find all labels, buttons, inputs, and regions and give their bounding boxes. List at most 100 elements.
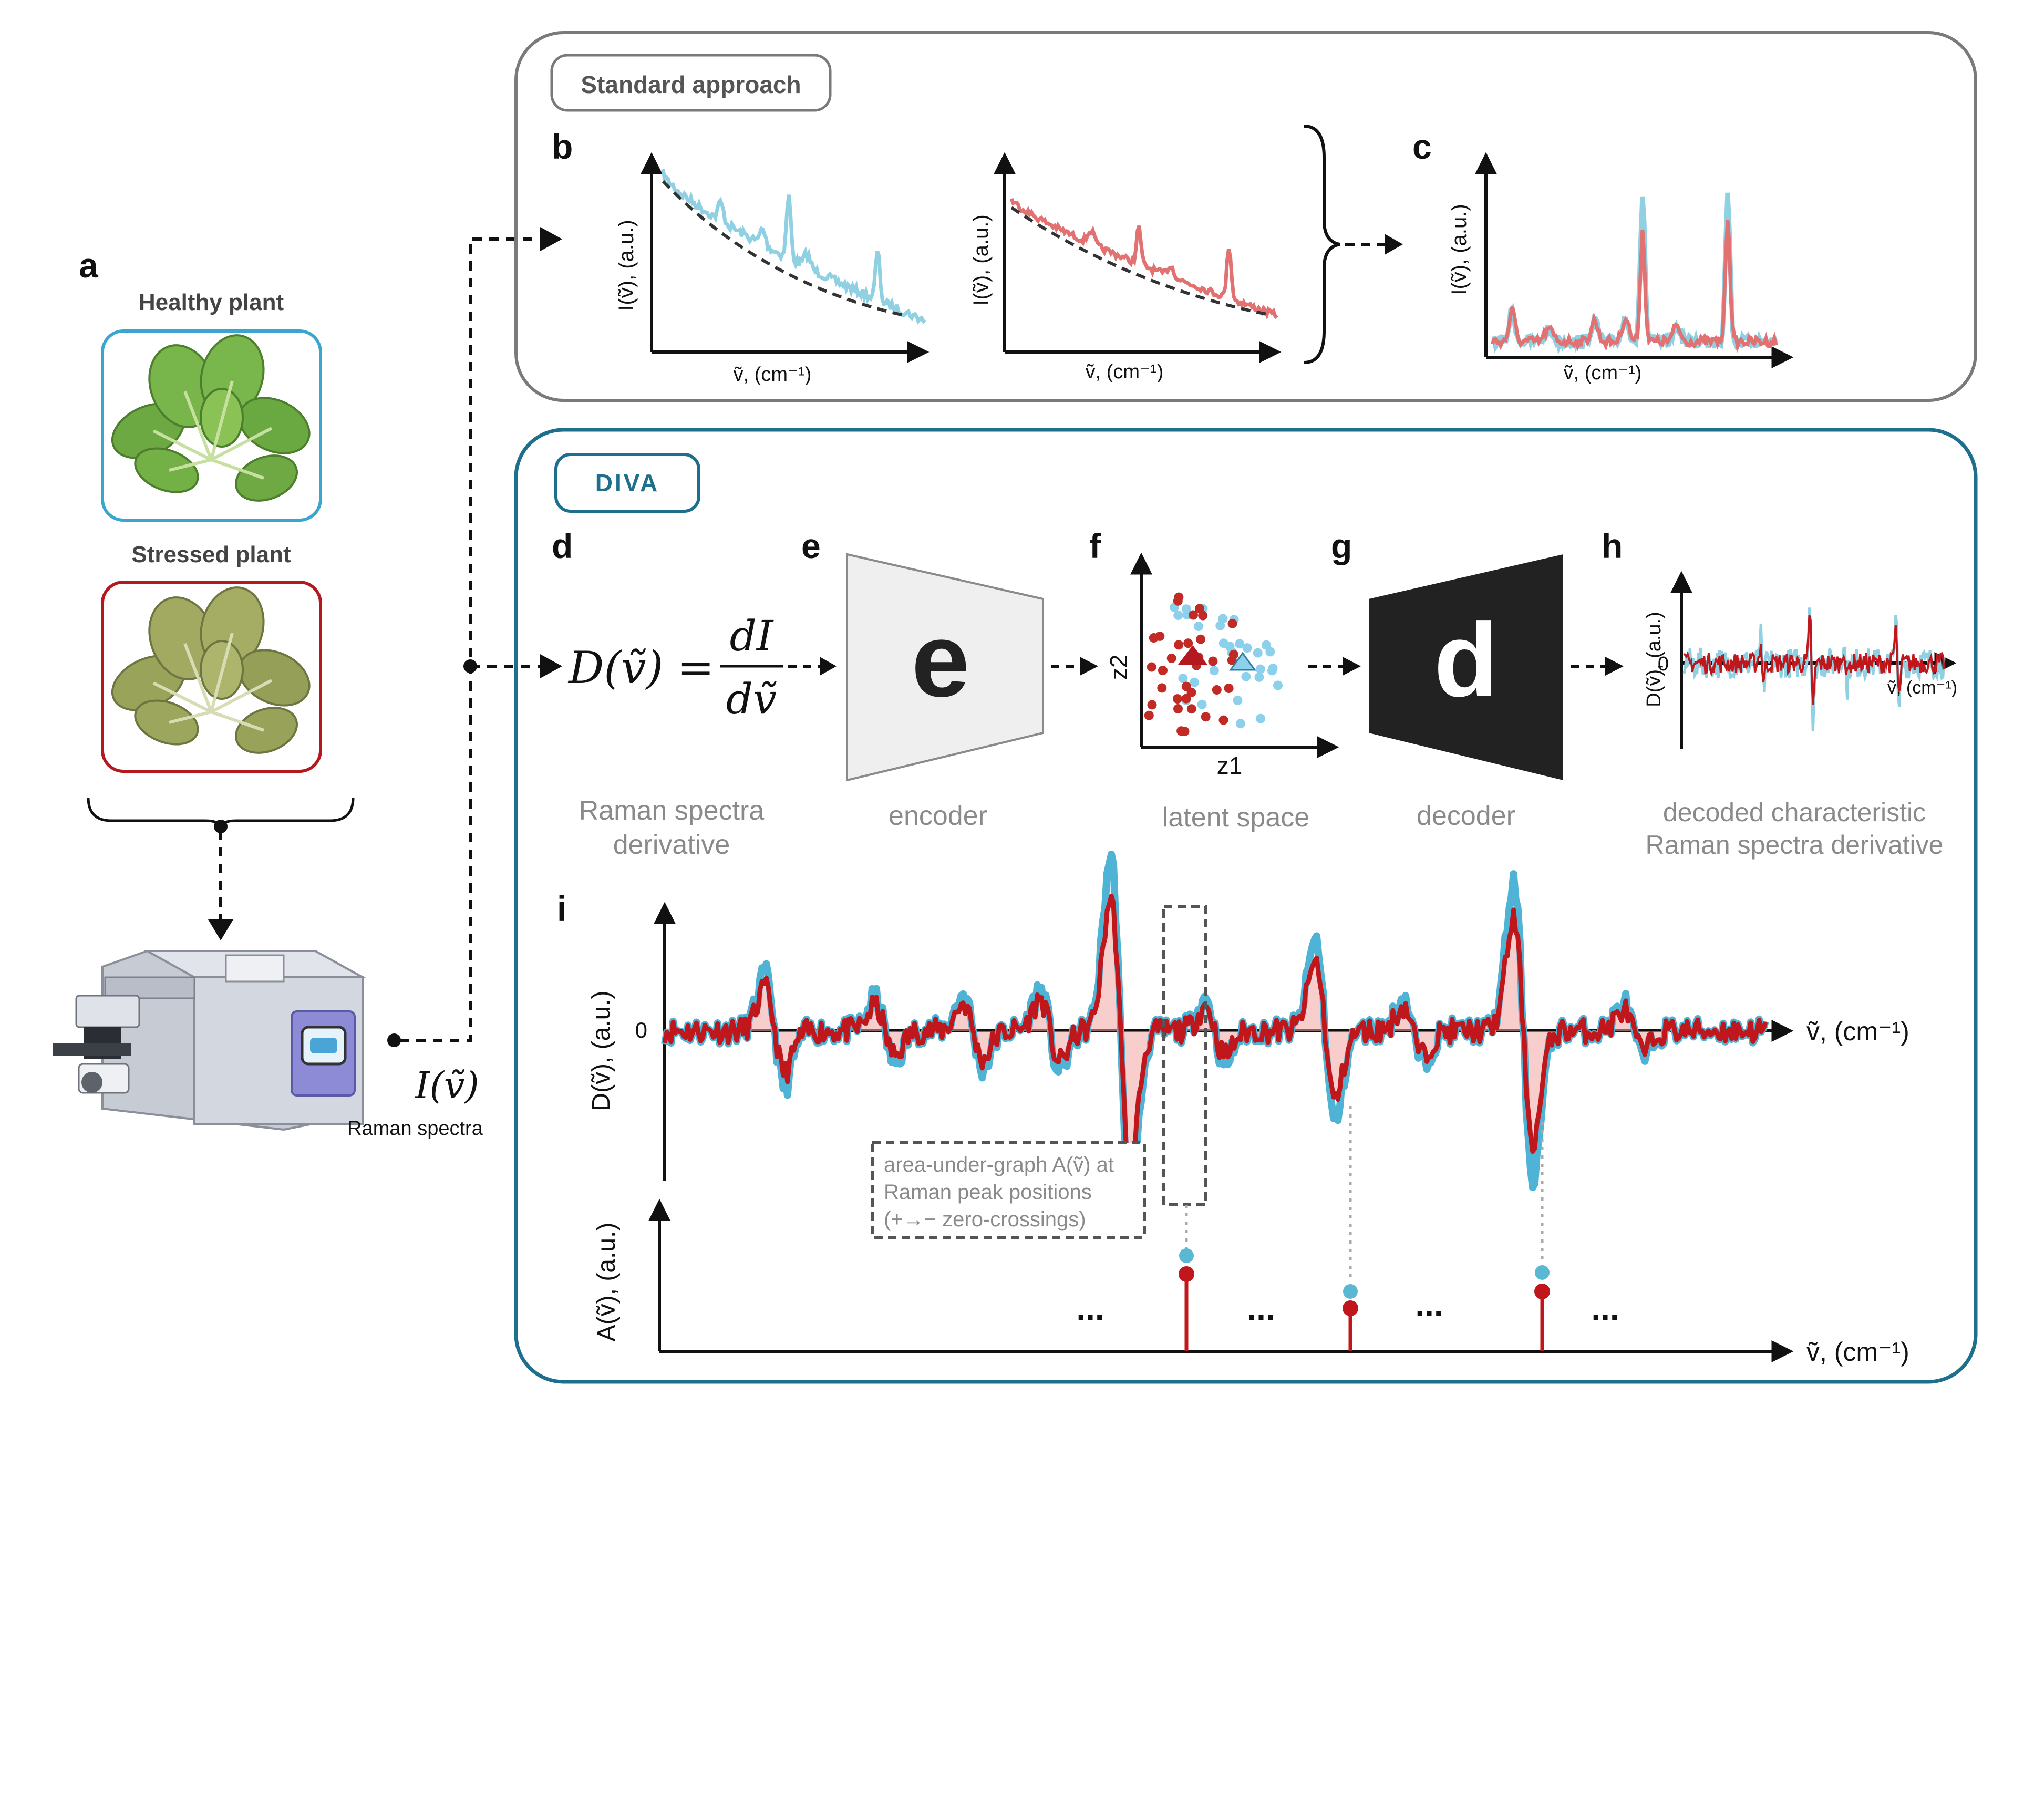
latent-point-stressed [1172, 694, 1182, 704]
latent-point-healthy [1190, 677, 1199, 687]
latent-point-healthy [1241, 671, 1251, 681]
latent-point-stressed [1183, 638, 1193, 648]
decoded-stressed-derivative [1683, 615, 1945, 705]
latent-point-healthy [1235, 719, 1245, 729]
panel-label-g: g [1331, 526, 1352, 565]
h-zero-label: 0 [1658, 653, 1669, 675]
panel-label-h: h [1602, 526, 1623, 565]
corrected-stressed-spectrum [1490, 219, 1778, 354]
latent-point-stressed [1195, 604, 1204, 614]
healthy-plant-icon [111, 334, 311, 502]
healthy-centroid-marker [1229, 652, 1256, 671]
h-yaxis-label: D(ṽ), (a.u.) [1643, 612, 1665, 707]
panel-label-a: a [79, 246, 99, 285]
standard-approach-box [514, 31, 1977, 402]
encoder-trapezoid [846, 553, 1044, 782]
latent-point-stressed [1144, 710, 1154, 720]
latent-point-stressed [1186, 704, 1196, 714]
latent-point-healthy [1193, 622, 1203, 632]
i-zero-label: 0 [635, 1018, 647, 1042]
latent-point-healthy [1253, 648, 1263, 658]
diva-title: DIVA [595, 469, 660, 497]
latent-point-healthy [1218, 614, 1228, 624]
area-note-line2: Raman peak positions [884, 1181, 1092, 1204]
panel-label-e: e [801, 526, 821, 565]
latent-point-stressed [1218, 715, 1228, 725]
latent-point-healthy [1218, 638, 1228, 648]
panel-label-b: b [552, 127, 573, 166]
latent-xaxis-label: z1 [1217, 752, 1243, 779]
latent-point-healthy [1235, 639, 1245, 649]
latent-point-healthy [1173, 611, 1183, 621]
b1-xaxis-label: ṽ, (cm⁻¹) [734, 364, 812, 386]
latent-point-stressed [1173, 704, 1183, 713]
latent-point-stressed [1181, 694, 1191, 704]
latent-point-stressed [1157, 683, 1167, 693]
latent-point-healthy [1255, 664, 1265, 674]
encoder-glyph: e [911, 602, 969, 719]
intensity-signal-label: I(ṽ) [414, 1064, 479, 1107]
latent-point-stressed [1166, 653, 1176, 663]
stem-3-healthy-point [1535, 1265, 1550, 1280]
stem-2-stressed-point [1343, 1300, 1358, 1316]
area-note-line1: area-under-graph A(ṽ) at [884, 1153, 1114, 1176]
diva-badge [554, 453, 700, 513]
ellipsis-3: ... [1415, 1286, 1443, 1323]
stressed-raw-spectrum [1009, 198, 1278, 320]
latent-point-stressed [1174, 640, 1184, 650]
latent-point-stressed [1212, 685, 1222, 695]
latent-point-healthy [1209, 666, 1219, 676]
stressed-plant-label: Stressed plant [131, 542, 291, 567]
area-stem-chart: ... ... ... ... A(ṽ), (a.u.) ṽ, (cm⁻¹) [593, 1198, 1909, 1367]
latent-space-plot: z2 z1 [1105, 552, 1339, 779]
instrument-output-dot [387, 1033, 401, 1047]
b1-yaxis-label: I(ṽ), (a.u.) [615, 220, 638, 311]
decoder-trapezoid [1369, 554, 1563, 780]
latent-point-stressed [1176, 726, 1186, 736]
latent-point-healthy [1178, 674, 1188, 684]
standard-approach-badge [550, 54, 832, 112]
latent-point-stressed [1173, 596, 1183, 606]
latent-point-healthy [1256, 713, 1266, 723]
ellipsis-2: ... [1247, 1289, 1275, 1327]
latent-caption: latent space [1162, 802, 1309, 833]
stem-2-healthy-point [1343, 1284, 1358, 1299]
panel-label-c: c [1412, 127, 1432, 166]
standard-approach-title: Standard approach [581, 71, 801, 98]
stressed-plant-icon [111, 586, 311, 754]
b-brace [1304, 125, 1340, 364]
raman-spectrometer-icon [53, 950, 367, 1131]
stressed-derivative-curve [662, 894, 1768, 1167]
latent-point-stressed [1201, 712, 1211, 722]
decoded-caption-line2: Raman spectra derivative [1646, 830, 1944, 860]
area-yaxis-label: A(ṽ), (a.u.) [593, 1223, 621, 1342]
i-yaxis-label: D(ṽ), (a.u.) [587, 990, 615, 1111]
decoded-derivative-chart: 0 D(ṽ), (a.u.) ṽ, (cm⁻¹) [1643, 571, 1957, 749]
latent-point-stressed [1189, 610, 1198, 620]
latent-point-healthy [1233, 696, 1243, 705]
derivative-caption-line1: Raman spectra [579, 795, 765, 826]
decoded-caption-line1: decoded characteristic [1663, 798, 1926, 827]
b2-yaxis-label: I(ṽ), (a.u.) [969, 214, 993, 305]
i-xaxis-label: ṽ, (cm⁻¹) [1806, 1017, 1909, 1046]
derivative-caption-line2: derivative [613, 830, 730, 860]
latent-point-stressed [1224, 684, 1234, 693]
latent-point-healthy [1242, 643, 1252, 653]
derivative-chart: 0 D(ṽ), (a.u.) ṽ, (cm⁻¹) [587, 851, 1909, 1209]
stressed-baseline [1010, 206, 1272, 317]
stem-1-stressed-point [1179, 1266, 1194, 1282]
area-annotation-box [871, 1141, 1146, 1239]
spectrum-stressed-chart: I(ṽ), (a.u.) ṽ, (cm⁻¹) [969, 152, 1282, 383]
brace-dot [214, 820, 228, 833]
spectrum-healthy-chart: I(ṽ), (a.u.) ṽ, (cm⁻¹) [615, 152, 930, 386]
latent-point-stressed [1228, 649, 1238, 659]
latent-point-healthy [1197, 699, 1207, 709]
ellipsis-4: ... [1591, 1289, 1619, 1327]
raman-spectra-caption: Raman spectra [347, 1118, 483, 1140]
stressed-centroid-marker [1178, 645, 1207, 665]
diva-box [514, 428, 1978, 1384]
decoder-glyph: d [1434, 602, 1498, 719]
latent-point-stressed [1196, 634, 1206, 644]
latent-point-stressed [1155, 631, 1165, 641]
b2-xaxis-label: ṽ, (cm⁻¹) [1086, 361, 1164, 383]
